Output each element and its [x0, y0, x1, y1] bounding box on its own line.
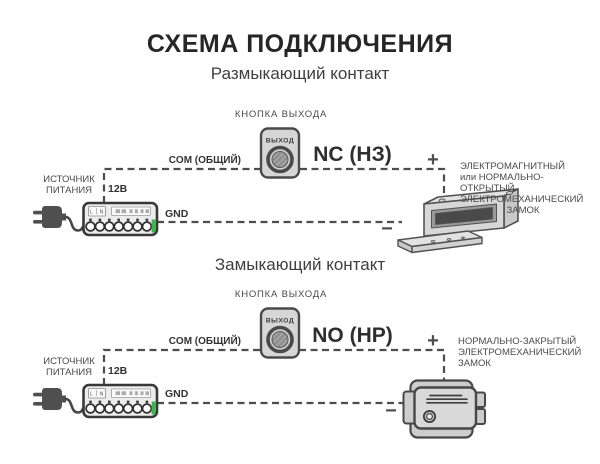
contact-type-no: NO (НР)	[312, 324, 393, 347]
power-supply-label-2-line1: ИСТОЧНИК	[43, 356, 95, 367]
lock-label-1: ЭЛЕКТРОМАГНИТНЫЙ или НОРМАЛЬНО-ОТКРЫТЫЙ …	[460, 161, 586, 216]
plus-polarity-icon-1: +	[427, 149, 439, 171]
plus-polarity-icon-2: +	[427, 330, 439, 352]
minus-polarity-icon-2: −	[385, 400, 397, 422]
power-supply-1	[82, 201, 159, 237]
gnd-wire-label-2: GND	[165, 388, 189, 400]
gnd-wire-label-1: GND	[165, 208, 189, 220]
power-supply-label-1-line1: ИСТОЧНИК	[43, 174, 95, 185]
electromagnetic-lock	[397, 188, 519, 254]
power-supply-label-1: ИСТОЧНИК ПИТАНИЯ	[34, 174, 104, 196]
lock-label-1-line4: ЗАМОК	[506, 205, 540, 216]
power-supply-label-2-line2: ПИТАНИЯ	[45, 367, 93, 378]
power-supply-label-2: ИСТОЧНИК ПИТАНИЯ	[34, 356, 104, 378]
minus-polarity-icon-1: −	[381, 218, 393, 240]
electromechanical-lock	[402, 379, 486, 439]
exit-button-caption-2: КНОПКА ВЫХОДА	[234, 289, 328, 300]
section-1-subtitle: Размыкающий контакт	[210, 64, 390, 83]
com-wire-2	[102, 348, 446, 386]
lock-label-1-line1: ЭЛЕКТРОМАГНИТНЫЙ	[460, 161, 565, 172]
com-wire-label-2: COM (ОБЩИЙ)	[168, 336, 241, 347]
armature-plate	[397, 230, 483, 254]
power-supply-label-1-line2: ПИТАНИЯ	[45, 185, 93, 196]
lock-label-2-line3: ЗАМОК	[458, 358, 491, 369]
mains-plug-1	[31, 204, 87, 232]
section-2-subtitle: Замыкающий контакт	[214, 255, 386, 274]
exit-button-device-1	[259, 126, 301, 180]
exit-button-device-2	[259, 306, 301, 360]
wire-12v-label-1: 12В	[108, 183, 128, 195]
lock-label-2-line1: НОРМАЛЬНО-ЗАКРЫТЫЙ	[458, 336, 577, 347]
mains-plug-2	[31, 386, 87, 414]
lock-label-2-line2: ЭЛЕКТРОМЕХАНИЧЕСКИЙ	[458, 347, 582, 358]
power-supply-2	[82, 383, 159, 419]
page-title: СХЕМА ПОДКЛЮЧЕНИЯ	[146, 30, 454, 58]
contact-type-nc: NC (НЗ)	[313, 143, 392, 166]
com-wire-label-1: COM (ОБЩИЙ)	[168, 155, 241, 166]
com-wire-1	[102, 167, 446, 203]
exit-button-caption-1: КНОПКА ВЫХОДА	[234, 109, 328, 120]
lock-label-1-line3: ЭЛЕКТРОМЕХАНИЧЕСКИЙ	[460, 194, 584, 205]
lock-label-1-line2: или НОРМАЛЬНО-ОТКРЫТЫЙ	[460, 172, 544, 194]
wire-12v-label-2: 12В	[108, 365, 128, 377]
lock-label-2: НОРМАЛЬНО-ЗАКРЫТЫЙ ЭЛЕКТРОМЕХАНИЧЕСКИЙ З…	[458, 336, 584, 369]
